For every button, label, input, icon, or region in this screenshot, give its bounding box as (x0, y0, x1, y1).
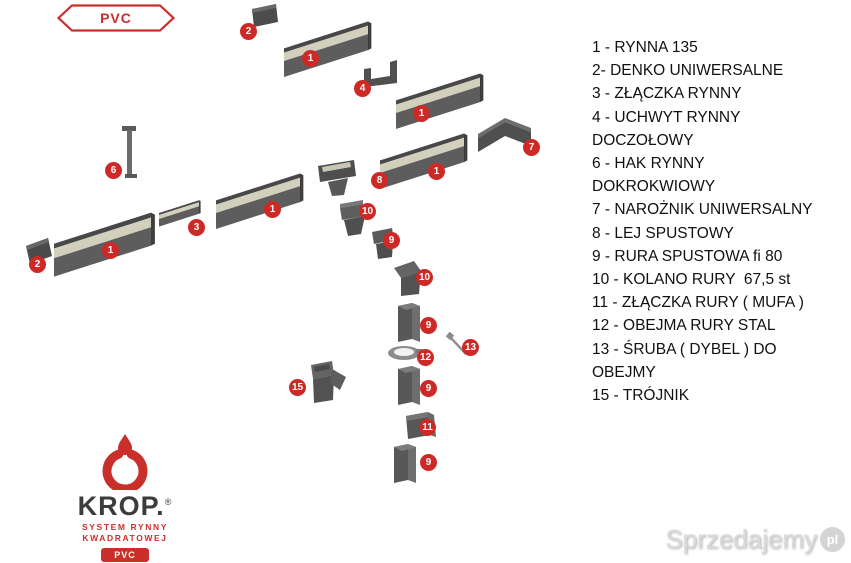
sprzedajemy-watermark: Sprzedajemy pl (665, 524, 845, 555)
part-rura-2 (398, 366, 420, 405)
part-kolano-1 (340, 200, 365, 236)
part-badge: 1 (102, 242, 119, 259)
part-badge: 6 (105, 162, 122, 179)
part-badge: 10 (359, 203, 376, 220)
part-badge: 9 (420, 380, 437, 397)
legend-line: 4 - UCHWYT RYNNY (592, 108, 741, 126)
legend-line: DOKROKWIOWY (592, 178, 716, 196)
part-badge: 9 (420, 317, 437, 334)
part-badge: 1 (264, 201, 281, 218)
part-lej-spustowy (318, 160, 356, 196)
part-badge: 9 (420, 454, 437, 471)
legend-line: 12 - OBEJMA RURY STAL (592, 317, 776, 335)
legend-line: 15 - TRÓJNIK (592, 387, 690, 405)
part-badge: 2 (240, 23, 257, 40)
part-badge: 12 (417, 349, 434, 366)
part-badge: 1 (302, 50, 319, 67)
krop-logo: KROP.® SYSTEM RYNNY KWADRATOWEJ PVC (66, 430, 184, 562)
part-badge: 4 (354, 80, 371, 97)
legend-line: OBEJMY (592, 363, 656, 381)
pvc-ribbon-shape (56, 4, 176, 32)
pvc-ribbon-label: PVC (100, 10, 132, 26)
brand-subtitle-line1: SYSTEM RYNNY (82, 522, 168, 532)
legend-line: 13 - ŚRUBA ( DYBEL ) DO (592, 340, 777, 358)
part-badge: 13 (462, 339, 479, 356)
part-trojnik (311, 361, 346, 403)
part-badge: 8 (371, 172, 388, 189)
part-badge: 2 (29, 256, 46, 273)
legend-line: 3 - ZŁĄCZKA RYNNY (592, 85, 742, 103)
parts-legend: 1 - RYNNA 135 2- DENKO UNIWERSALNE 3 - Z… (592, 36, 812, 407)
legend-line: 6 - HAK RYNNY (592, 155, 705, 173)
part-denko-top (252, 4, 278, 27)
legend-line: 10 - KOLANO RURY 67,5 st (592, 271, 791, 289)
part-badge: 3 (188, 219, 205, 236)
part-naroznik (478, 118, 531, 152)
part-badge: 9 (383, 232, 400, 249)
part-badge: 15 (289, 379, 306, 396)
parts-diagram (26, 4, 531, 483)
legend-line: 1 - RYNNA 135 (592, 39, 698, 56)
legend-line: 2- DENKO UNIWERSALNE (592, 62, 784, 80)
part-badge: 7 (523, 139, 540, 156)
part-rura-1 (398, 303, 420, 342)
part-badge: 1 (413, 105, 430, 122)
pvc-ribbon-badge: PVC (56, 4, 176, 32)
legend-line: 8 - LEJ SPUSTOWY (592, 224, 734, 242)
brand-pvc-badge: PVC (101, 548, 149, 562)
brand-name: KROP.® (77, 491, 173, 521)
brand-subtitle-line2: KWADRATOWEJ (82, 533, 168, 543)
part-rura-3 (394, 444, 416, 483)
watermark-text: Sprzedajemy (665, 524, 817, 554)
watermark-pl-circle-icon: pl (820, 527, 845, 552)
part-badge: 11 (419, 419, 436, 436)
part-badge: 10 (416, 269, 433, 286)
legend-line: 11 - ZŁĄCZKA RURY ( MUFA ) (592, 294, 804, 312)
legend-line: 9 - RURA SPUSTOWA fi 80 (592, 247, 783, 265)
legend-line: 7 - NAROŻNIK UNIWERSALNY (592, 201, 813, 219)
part-badge: 1 (428, 163, 445, 180)
part-obejma (388, 346, 423, 360)
part-rynna-2 (396, 73, 484, 129)
part-rynna-1 (284, 21, 372, 77)
part-rynna-4 (216, 173, 304, 229)
part-rynna-3 (380, 133, 468, 189)
legend-line: DOCZOŁOWY (592, 131, 694, 149)
part-uchwyt-rynny (364, 60, 397, 87)
krop-drop-icon (102, 434, 148, 490)
part-hak-rynny (122, 126, 137, 178)
registered-mark: ® (164, 497, 173, 507)
